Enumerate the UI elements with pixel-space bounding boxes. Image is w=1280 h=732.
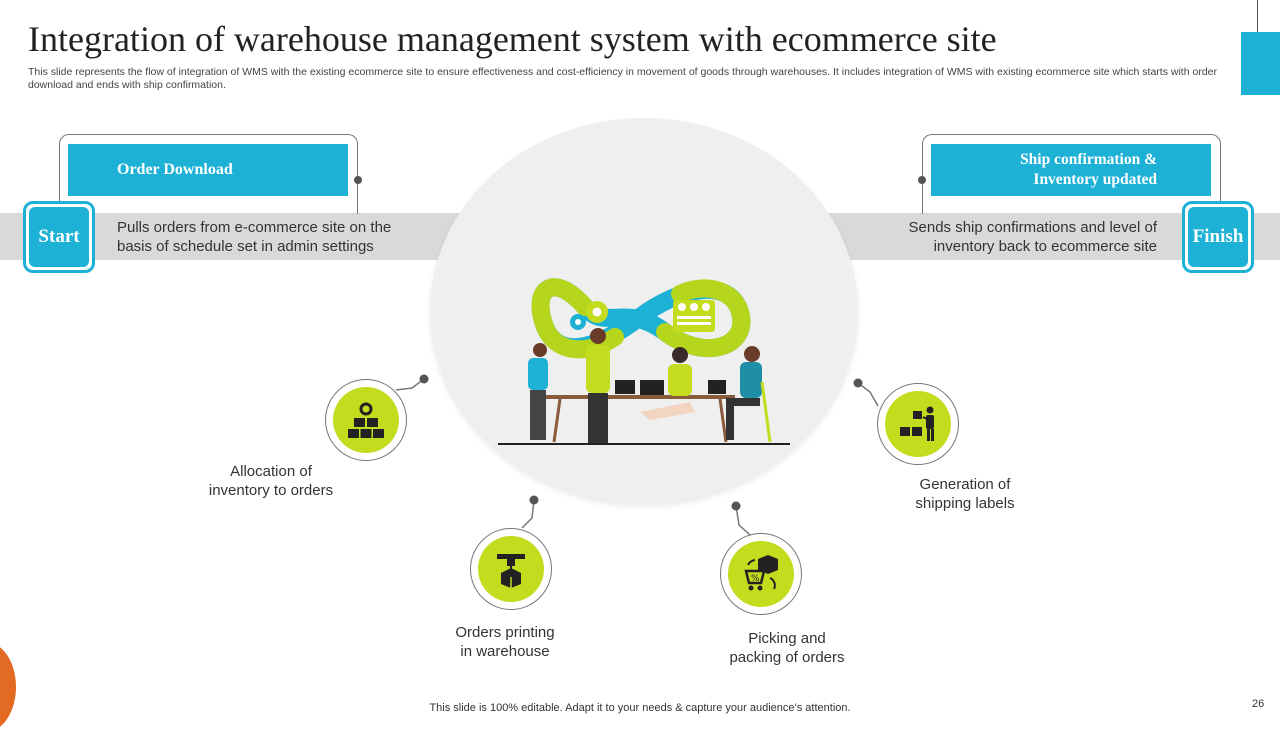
start-badge: Start [23,201,95,273]
step-printing [470,528,552,610]
worker-boxes-icon [900,406,934,441]
person-pointing [528,343,548,440]
step-picking-connector [731,501,751,536]
finish-heading-box: Ship confirmation & Inventory updated [931,144,1211,196]
step-shipping-label: Generation of shipping labels [915,476,1015,512]
dashboard-icon [673,300,715,332]
finish-heading-line1: Ship confirmation & [1020,151,1157,168]
step-allocation-connector [395,374,429,391]
step-printing-label: Orders printing in warehouse [455,624,555,660]
finish-heading-line2: Inventory updated [1033,171,1157,188]
slide-subtitle: This slide represents the flow of integr… [28,66,1217,91]
start-heading: Order Download [117,161,233,178]
svg-text:%: % [751,574,760,584]
step-shipping [877,383,959,465]
gear-icon [570,301,608,330]
person-seated-right [726,346,772,443]
step-picking: % [720,533,802,615]
step-allocation [325,379,407,461]
start-heading-box: Order Download [68,144,348,196]
step-printing-connector [521,495,539,529]
picking-cart-icon: % [744,555,778,591]
printer-box-icon [497,554,525,588]
team-infinity-illustration [498,278,790,445]
finish-badge: Finish [1182,201,1254,273]
person-seated-laptop [640,347,695,420]
step-allocation-label: Allocation of inventory to orders [208,463,334,499]
orange-corner-decoration [0,642,16,732]
finish-badge-label: Finish [1192,226,1244,247]
boxes-gear-icon [348,402,384,438]
start-connector-dot [354,176,362,184]
corner-outline-decoration [1257,0,1280,36]
slide-title: Integration of warehouse management syst… [28,19,997,59]
start-description: Pulls orders from e-commerce site on the… [117,219,392,255]
finish-connector-dot [918,176,926,184]
start-badge-label: Start [38,226,80,247]
finish-heading-outline [922,134,1221,214]
person-standing [586,328,610,443]
finish-description: Sends ship confirmations and level of in… [908,219,1157,255]
step-shipping-connector [853,378,879,407]
page-number: 26 [1252,698,1265,710]
start-heading-outline [59,134,358,214]
footer-note: This slide is 100% editable. Adapt it to… [429,702,851,714]
corner-teal-block [1241,32,1280,95]
step-picking-label: Picking and packing of orders [729,630,845,666]
